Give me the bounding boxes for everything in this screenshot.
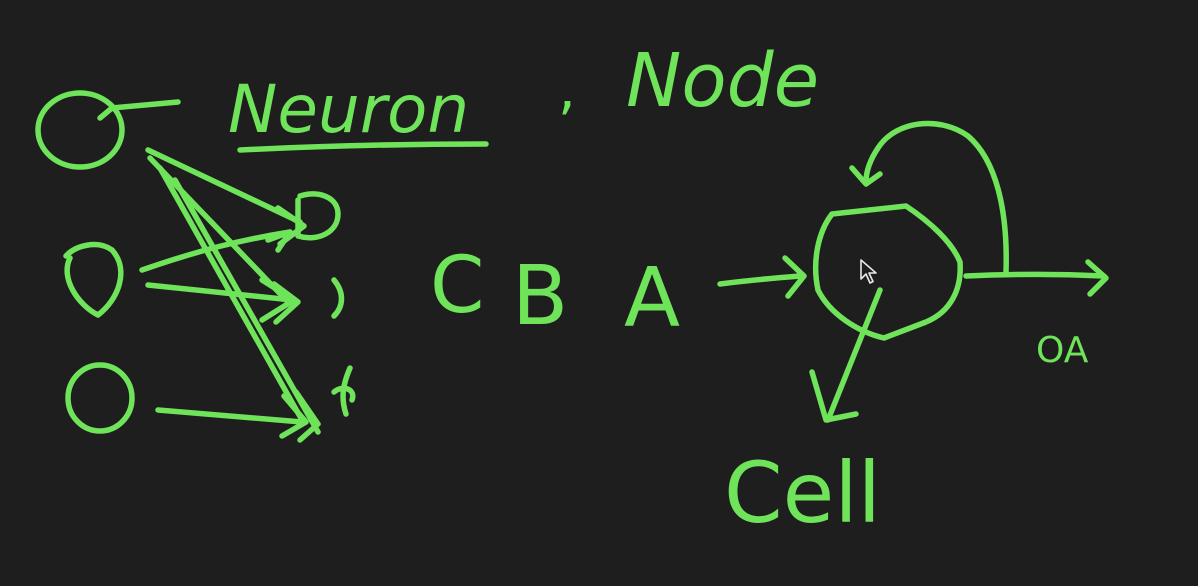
edge-mid-to-1 — [139, 229, 293, 273]
output-node-2 — [331, 277, 345, 319]
sequence-input-a: A — [624, 251, 680, 346]
comma-separator: , — [558, 57, 576, 122]
sequence-input-c: C — [430, 241, 484, 331]
sequence-input-b: B — [512, 249, 568, 344]
self-loop — [863, 120, 1009, 275]
cell-label: Cell — [724, 444, 881, 542]
arrowhead-3b — [293, 389, 321, 443]
input-arrow-head — [782, 255, 807, 299]
arrowhead-1b — [265, 229, 293, 253]
output-node-3 — [331, 365, 356, 417]
input-arrow-shaft — [717, 273, 803, 287]
self-loop-arrowhead — [849, 165, 883, 187]
title-underline — [237, 141, 489, 153]
recurrent-cell — [812, 203, 963, 341]
input-node-middle — [63, 241, 124, 318]
output-node-1 — [295, 191, 341, 241]
edge-mid-to-2 — [145, 282, 295, 303]
input-node-top — [35, 90, 125, 170]
output-arrow-shaft — [963, 271, 1107, 279]
arrowhead-3 — [279, 393, 309, 439]
node-label: Node — [626, 38, 819, 124]
arrowhead-2b — [271, 281, 301, 325]
input-node-bottom — [65, 362, 135, 434]
edge-bottom-to-3 — [155, 407, 305, 425]
input-node-top-stem — [97, 99, 181, 121]
output-arrow-head — [1085, 259, 1109, 297]
output-label: OA — [1036, 330, 1089, 371]
arrow-cursor-icon — [860, 259, 877, 284]
neuron-label: Neuron — [228, 71, 469, 148]
cell-pointer-head — [809, 369, 859, 423]
cell-pointer-line — [825, 287, 883, 423]
edge-top-to-1 — [145, 147, 303, 225]
